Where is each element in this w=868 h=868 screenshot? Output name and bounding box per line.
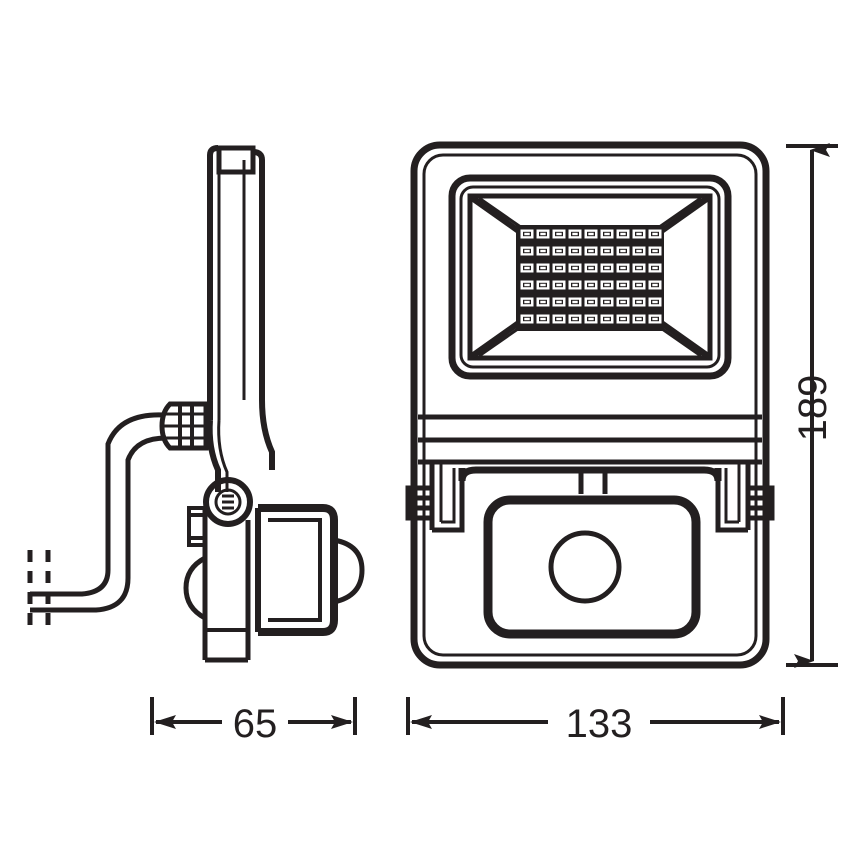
front-bracket-arm-right — [715, 464, 751, 533]
side-pivot-screw — [203, 477, 253, 527]
front-bracket-arm-left — [429, 464, 465, 533]
side-pir-housing — [255, 504, 338, 636]
front-pir-lens — [548, 530, 622, 604]
front-view — [405, 141, 775, 669]
side-body-bulge-left — [183, 555, 207, 621]
side-bracket-arm-inner — [217, 419, 229, 492]
side-lower-body — [202, 510, 251, 663]
height-dimension-label: 189 — [791, 375, 835, 442]
depth-dimension-label: 65 — [233, 702, 278, 746]
side-view — [27, 145, 365, 663]
side-bracket-cap — [216, 145, 256, 175]
front-heatsink-fins — [418, 414, 762, 465]
front-outer-bezel — [410, 141, 770, 669]
front-bracket-knob-left — [405, 485, 435, 521]
front-reflector-outline — [467, 193, 713, 361]
dimension-depth-65: 65 — [150, 697, 357, 746]
front-sensor-yoke — [458, 466, 722, 482]
side-cable-gland — [159, 401, 209, 451]
side-fixture-body — [242, 149, 275, 470]
front-lens-frame — [448, 174, 732, 380]
dimension-height-189: 189 — [786, 143, 838, 668]
dimension-width-133: 133 — [406, 697, 785, 746]
side-bracket-arm — [206, 419, 221, 492]
front-pir-housing — [483, 495, 701, 639]
front-bracket-knob-right — [745, 485, 775, 521]
front-outer-bezel-inner-line — [422, 153, 758, 657]
width-dimension-label: 133 — [566, 702, 633, 746]
side-cable-break-marks — [27, 550, 51, 632]
front-lens-frame-inner-line — [459, 185, 721, 369]
side-power-cable — [30, 412, 167, 613]
side-bracket-rail — [207, 145, 221, 420]
side-pir-lens-dome — [333, 537, 365, 605]
